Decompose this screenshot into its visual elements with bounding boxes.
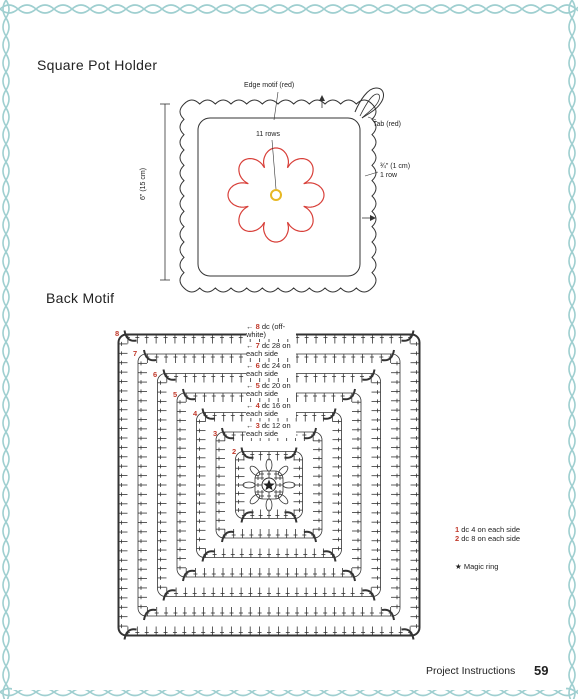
round-note-number: 4 (255, 401, 260, 410)
round-note-text: dc 12 on each side (246, 421, 291, 438)
round-note-text: dc 24 on each side (246, 361, 291, 378)
chart-round-4: 4 (193, 409, 198, 418)
footer-section-label: Project Instructions (426, 665, 516, 677)
round-note-7: ← 7 dc 28 on each side (246, 342, 296, 358)
round-note-number: 8 (255, 322, 260, 331)
round-note-4: ← 4 dc 16 on each side (246, 402, 296, 418)
back-motif-title: Back Motif (46, 290, 115, 306)
page-number: 59 (534, 663, 549, 678)
round-note-6: ← 6 dc 24 on each side (246, 362, 296, 378)
legend-number: 1 (455, 525, 460, 534)
legend-item-1: 1 dc 4 on each side (455, 526, 520, 534)
tab-label: Tab (red) (373, 121, 402, 128)
magic-ring-legend: ★ Magic ring (455, 563, 498, 571)
star-icon: ★ (455, 562, 462, 571)
legend-item-2: 2 dc 8 on each side (455, 535, 520, 543)
legend-number: 2 (455, 534, 460, 543)
round-note-number: 7 (255, 341, 260, 350)
magic-ring-label: Magic ring (463, 562, 499, 571)
round-note-number: 6 (255, 361, 260, 370)
round-note-text: dc 16 on each side (246, 401, 291, 418)
round-note-5: ← 5 dc 20 on each side (246, 382, 296, 398)
chart-round-2: 2 (232, 447, 237, 456)
legend-text: dc 4 on each side (461, 525, 521, 534)
pot-holder-title: Square Pot Holder (37, 57, 158, 73)
chart-round-3: 3 (213, 429, 218, 438)
round-note-text: dc (off-white) (246, 322, 286, 339)
chart-round-5: 5 (173, 390, 178, 399)
chart-round-8: 8 (115, 329, 120, 338)
legend-text: dc 8 on each side (461, 534, 521, 543)
chart-round-7: 7 (133, 349, 138, 358)
round-note-3: ← 3 dc 12 on each side (246, 422, 296, 438)
border-rows-label: 1 row (380, 172, 398, 179)
rows-label: 11 rows (256, 131, 280, 138)
border-size-label: ¾" (1 cm) (380, 163, 411, 170)
round-note-8: ← 8 dc (off-white) (246, 323, 296, 339)
round-note-number: 5 (255, 381, 260, 390)
round-note-text: dc 28 on each side (246, 341, 291, 358)
chart-round-6: 6 (153, 370, 158, 379)
edge-motif-label: Edge motif (red) (244, 82, 295, 89)
round-note-number: 3 (255, 421, 260, 430)
round-note-text: dc 20 on each side (246, 381, 291, 398)
